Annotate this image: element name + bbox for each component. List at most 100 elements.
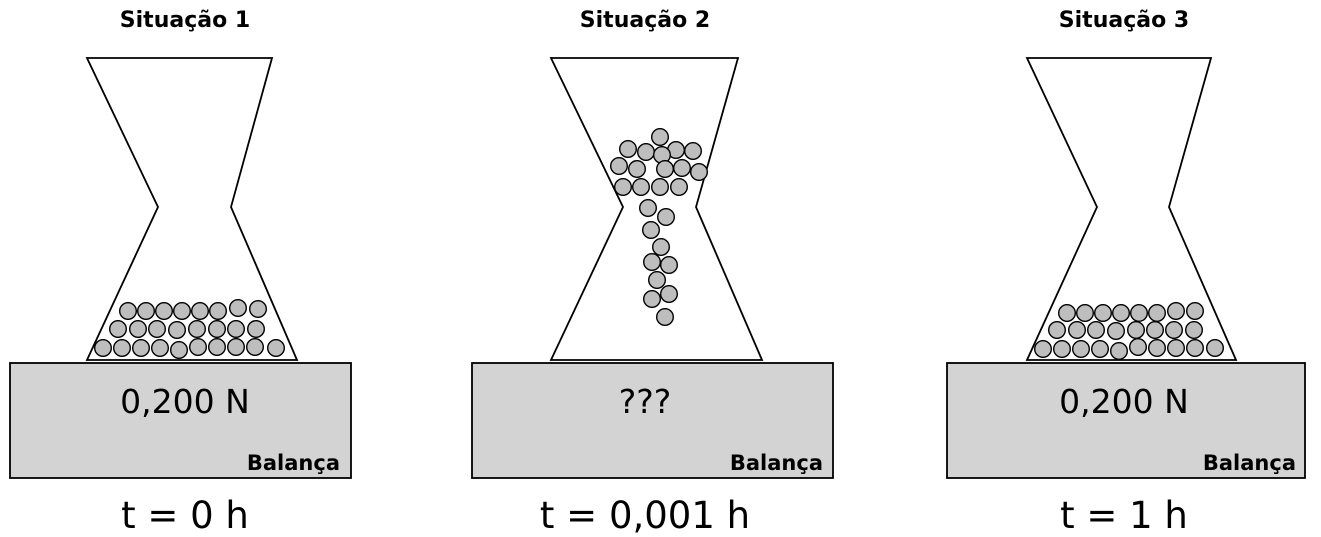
sand-grain bbox=[1111, 304, 1130, 323]
sand-grain bbox=[167, 321, 186, 340]
sand-grain bbox=[1067, 321, 1086, 340]
situation-3-scale-label: Balança bbox=[1203, 451, 1296, 475]
sand-grain bbox=[1128, 338, 1147, 357]
sand-grain bbox=[169, 341, 188, 360]
sand-grain bbox=[673, 158, 692, 177]
sand-grain bbox=[128, 320, 147, 339]
situation-2-scale-label: Balança bbox=[730, 451, 823, 475]
situation-1: Situação 1 0,200 N Balança t = 0 h bbox=[9, 8, 352, 537]
sand-grain bbox=[93, 339, 112, 358]
sand-grain bbox=[188, 338, 207, 357]
sand-grain bbox=[246, 320, 265, 339]
sand-grain bbox=[1033, 340, 1052, 359]
sand-grain bbox=[1075, 304, 1094, 323]
sand-grain bbox=[150, 339, 169, 358]
sand-grain bbox=[226, 338, 245, 357]
sand-grain bbox=[226, 320, 245, 339]
sand-grain bbox=[657, 207, 676, 226]
sand-grain bbox=[670, 177, 689, 196]
situation-1-title: Situação 1 bbox=[120, 8, 250, 33]
sand-grain bbox=[1147, 304, 1166, 323]
situation-1-reading: 0,200 N bbox=[120, 382, 250, 421]
sand-grain bbox=[267, 339, 286, 358]
sand-grain bbox=[207, 320, 226, 339]
situation-1-hourglass bbox=[85, 57, 299, 361]
situation-3-sand bbox=[1033, 302, 1224, 361]
situation-3-time: t = 1 h bbox=[1060, 494, 1188, 537]
sand-grain bbox=[651, 177, 670, 196]
sand-grain bbox=[1071, 340, 1090, 359]
situation-3-title: Situação 3 bbox=[1059, 8, 1189, 33]
sand-grain bbox=[1185, 302, 1204, 321]
situation-3-reading: 0,200 N bbox=[1059, 382, 1189, 421]
sand-grain bbox=[208, 302, 227, 321]
sand-grain bbox=[245, 338, 264, 357]
situation-3-scale bbox=[946, 362, 1306, 479]
sand-grain bbox=[1090, 340, 1109, 359]
sand-grain bbox=[684, 141, 703, 160]
sand-grain bbox=[228, 299, 247, 318]
sand-grain bbox=[643, 290, 662, 309]
sand-grain bbox=[1185, 339, 1204, 358]
sand-grain bbox=[690, 162, 709, 181]
sand-grain bbox=[131, 339, 150, 358]
sand-grain bbox=[118, 302, 137, 321]
sand-grain bbox=[1129, 304, 1148, 323]
sand-grain bbox=[1184, 321, 1203, 340]
sand-grain bbox=[1126, 321, 1145, 340]
situation-2-title: Situação 2 bbox=[580, 8, 710, 33]
sand-grain bbox=[1086, 321, 1105, 340]
situation-2-scale bbox=[471, 362, 834, 479]
sand-grain bbox=[1205, 339, 1224, 358]
sand-grain bbox=[136, 302, 155, 321]
situation-3-hourglass bbox=[1025, 57, 1238, 361]
sand-grain bbox=[643, 252, 662, 271]
situation-2-reading: ??? bbox=[619, 382, 672, 421]
sand-grain bbox=[207, 338, 226, 357]
situation-2: Situação 2 ??? Balança t = 0,001 h bbox=[471, 8, 834, 537]
sand-grain bbox=[172, 302, 191, 321]
sand-grain bbox=[642, 220, 661, 239]
situation-3: Situação 3 0,200 N Balança t = 1 h bbox=[946, 8, 1306, 537]
sand-grain bbox=[619, 139, 638, 158]
sand-grain bbox=[614, 177, 633, 196]
sand-grain bbox=[1047, 321, 1066, 340]
sand-grain bbox=[1145, 321, 1164, 340]
sand-grain bbox=[628, 159, 647, 178]
sand-grain bbox=[632, 177, 651, 196]
situation-1-scale bbox=[9, 362, 352, 479]
sand-grain bbox=[112, 339, 131, 358]
situation-2-sand bbox=[610, 127, 709, 327]
sand-grain bbox=[656, 159, 675, 178]
sand-grain bbox=[1093, 304, 1112, 323]
situation-1-time: t = 0 h bbox=[121, 494, 249, 537]
sand-grain bbox=[190, 302, 209, 321]
sand-grain bbox=[1057, 304, 1076, 323]
sand-grain bbox=[1164, 321, 1183, 340]
sand-grain bbox=[147, 320, 166, 339]
sand-grain bbox=[648, 271, 667, 290]
sand-grain bbox=[656, 308, 675, 327]
sand-grain bbox=[610, 156, 629, 175]
sand-grain bbox=[1109, 342, 1128, 361]
sand-grain bbox=[652, 237, 671, 256]
sand-grain bbox=[1106, 322, 1125, 341]
sand-grain bbox=[1052, 340, 1071, 359]
sand-grain bbox=[637, 142, 656, 161]
sand-grain bbox=[639, 198, 658, 217]
sand-grain bbox=[660, 256, 679, 275]
situation-1-scale-label: Balança bbox=[247, 451, 340, 475]
sand-grain bbox=[651, 127, 670, 146]
sand-grain bbox=[248, 300, 267, 319]
sand-grain bbox=[1166, 302, 1185, 321]
situation-1-sand bbox=[93, 299, 286, 360]
sand-grain bbox=[1166, 339, 1185, 358]
sand-grain bbox=[660, 285, 679, 304]
sand-grain bbox=[154, 302, 173, 321]
sand-grain bbox=[108, 320, 127, 339]
sand-grain bbox=[1147, 339, 1166, 358]
sand-grain bbox=[187, 320, 206, 339]
situation-2-time: t = 0,001 h bbox=[540, 494, 750, 537]
